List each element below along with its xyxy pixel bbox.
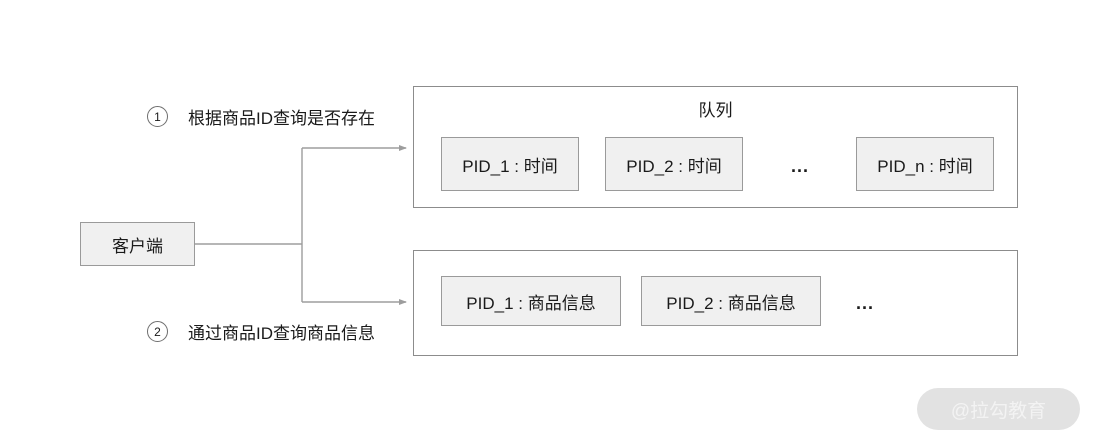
step-text-1: 根据商品ID查询是否存在	[188, 109, 375, 128]
queue-panel-ellipsis: ...	[791, 156, 810, 176]
watermark-text: @拉勾教育	[950, 400, 1047, 422]
queue-item-pid1-label: PID_1 : 时间	[462, 156, 558, 176]
watermark-badge: @拉勾教育	[917, 388, 1080, 430]
cache-item-pid2[interactable]: PID_2 : 商品信息	[641, 276, 821, 326]
cache-item-pid1[interactable]: PID_1 : 商品信息	[441, 276, 621, 326]
queue-panel: 队列 PID_1 : 时间 PID_2 : 时间 ... PID_n : 时间	[413, 86, 1018, 208]
queue-item-pid2-label: PID_2 : 时间	[626, 156, 722, 176]
step-label-1: 1 根据商品ID查询是否存在	[147, 104, 375, 129]
queue-item-pidn[interactable]: PID_n : 时间	[856, 137, 994, 191]
queue-item-pid2[interactable]: PID_2 : 时间	[605, 137, 743, 191]
queue-item-pid1[interactable]: PID_1 : 时间	[441, 137, 579, 191]
cache-panel: PID_1 : 商品信息 PID_2 : 商品信息 ...	[413, 250, 1018, 356]
client-node[interactable]: 客户端	[80, 222, 195, 266]
cache-item-pid1-label: PID_1 : 商品信息	[466, 293, 596, 313]
queue-item-pidn-label: PID_n : 时间	[877, 156, 973, 176]
step-number-2: 2	[147, 321, 168, 342]
step-number-1: 1	[147, 106, 168, 127]
queue-panel-title: 队列	[698, 101, 733, 120]
cache-item-pid2-label: PID_2 : 商品信息	[666, 293, 796, 313]
step-label-2: 2 通过商品ID查询商品信息	[147, 319, 375, 344]
cache-panel-ellipsis: ...	[856, 293, 875, 313]
client-node-label: 客户端	[112, 236, 163, 256]
step-text-2: 通过商品ID查询商品信息	[188, 324, 375, 343]
